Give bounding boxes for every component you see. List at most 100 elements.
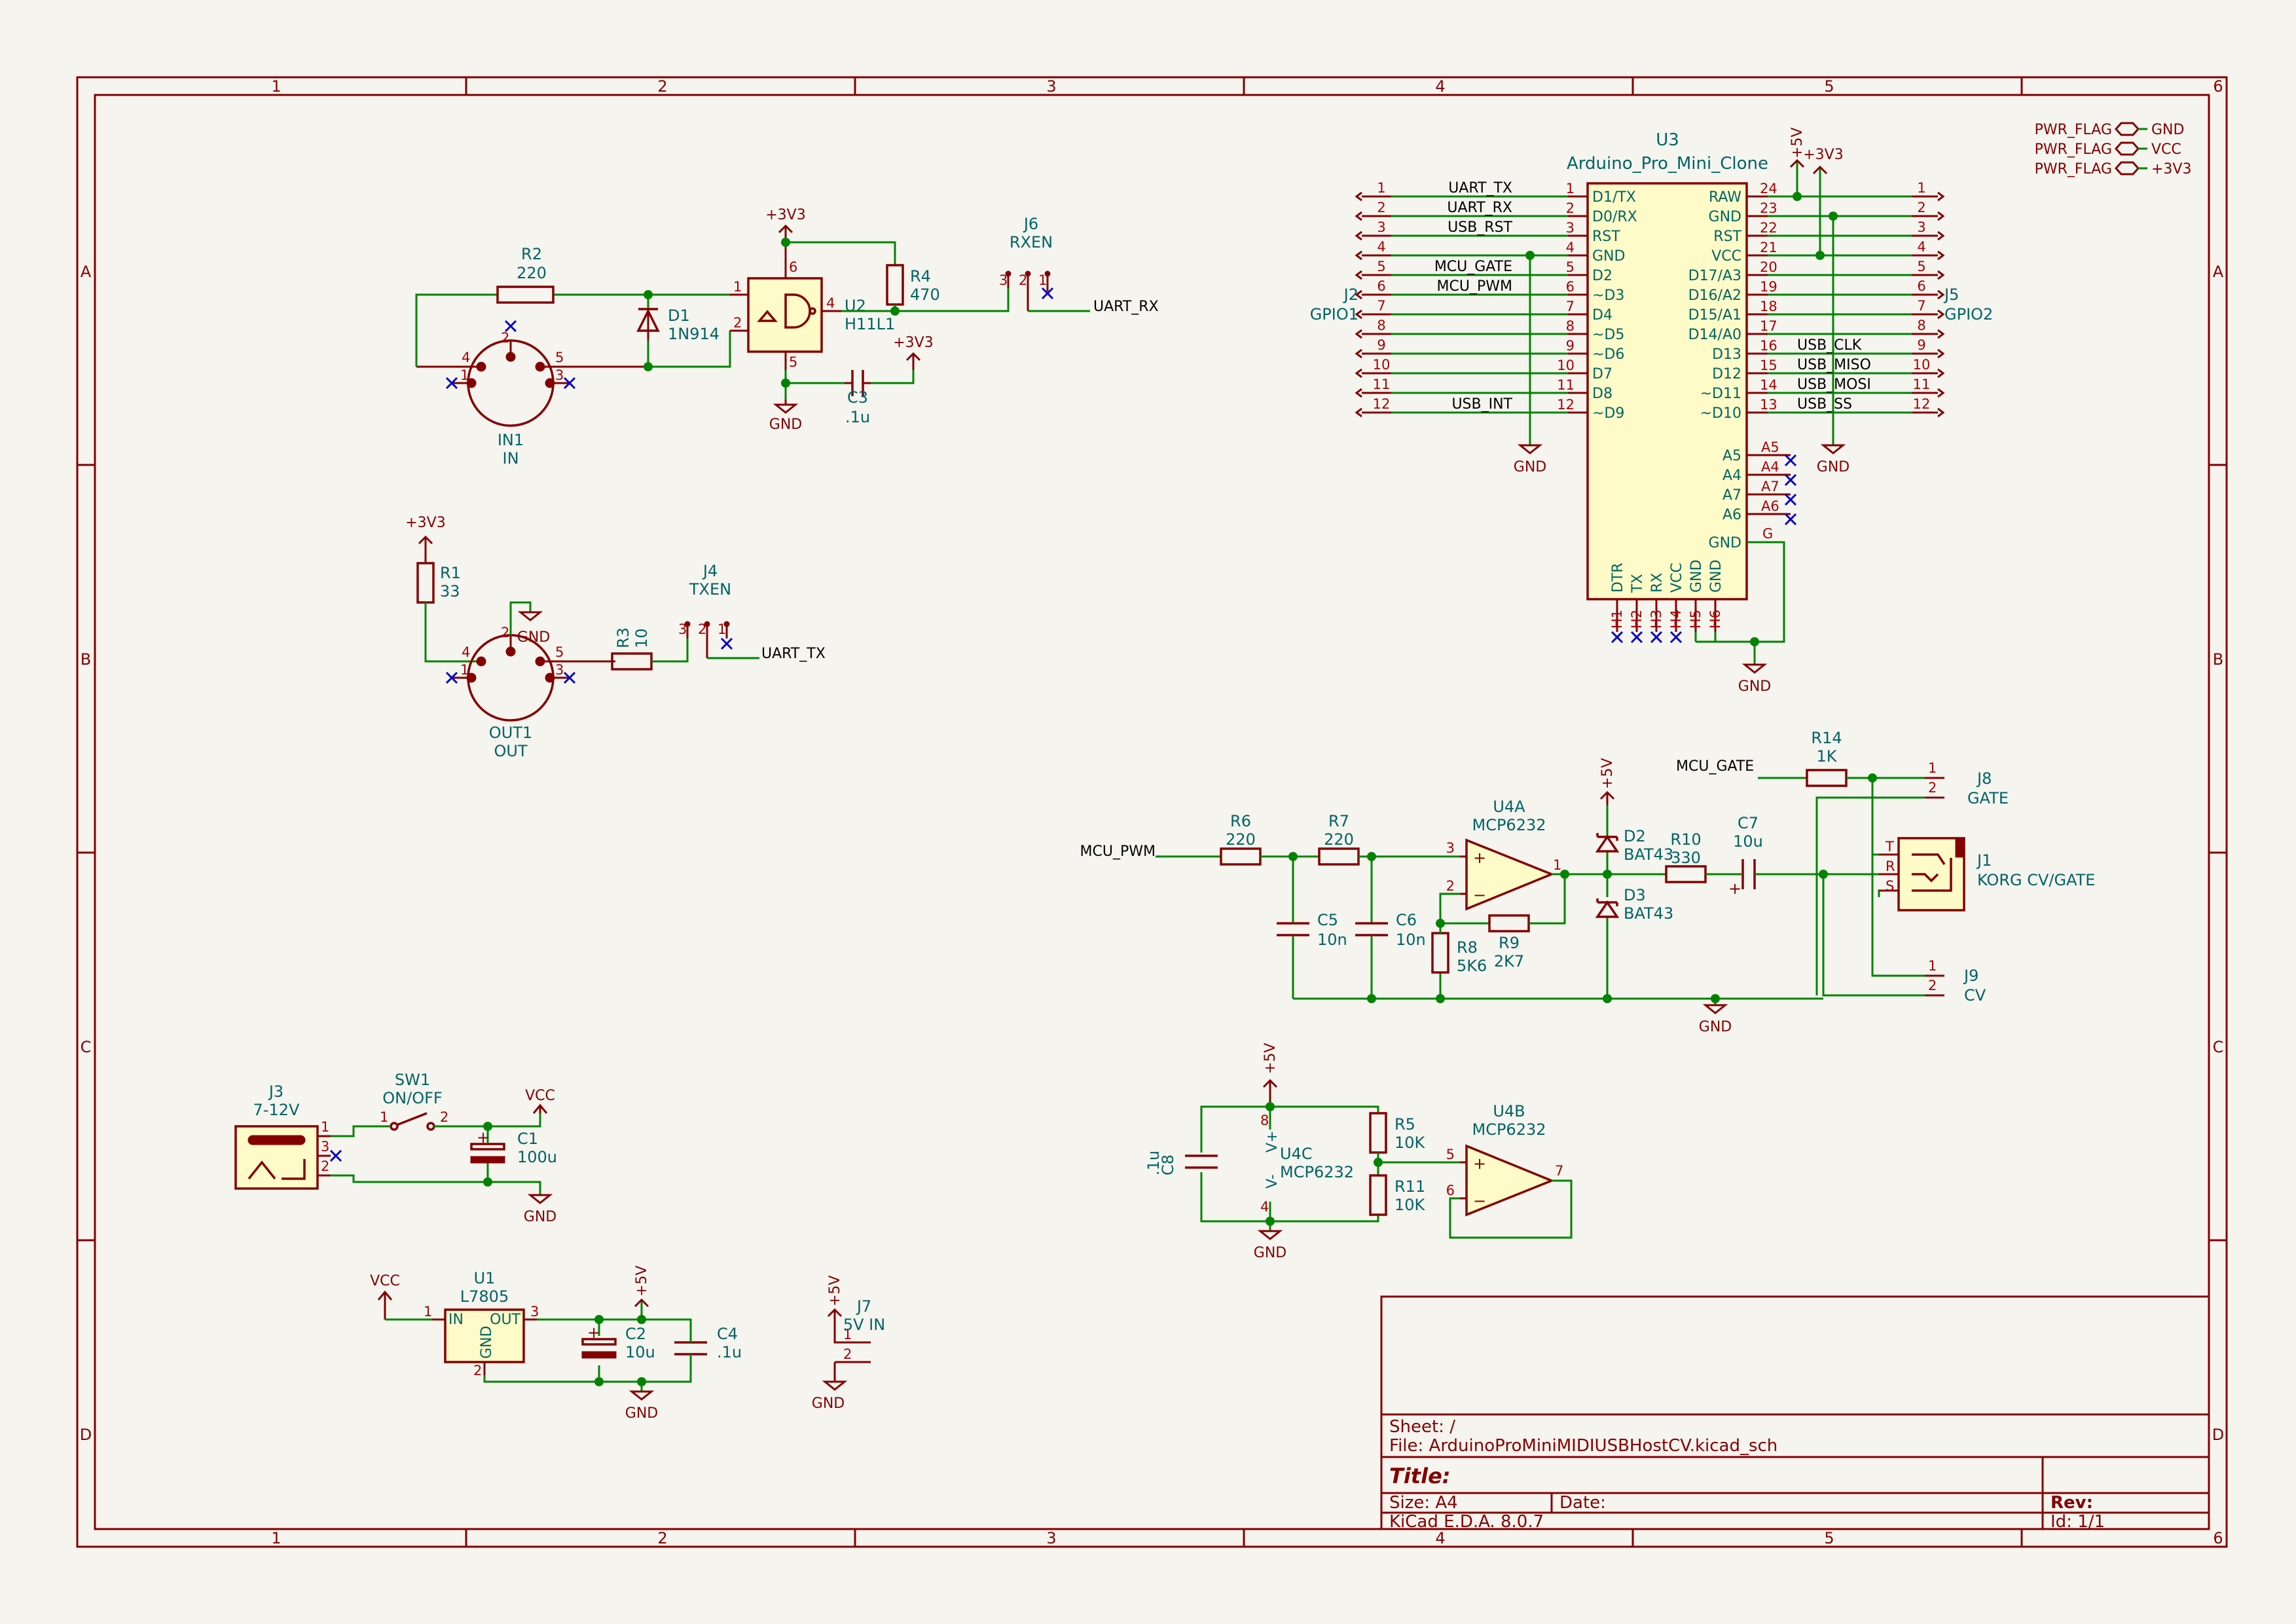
mcu-pin-name: ~D5: [1592, 327, 1624, 343]
c5-value: 10n: [1317, 931, 1347, 949]
j8-ref: J8: [1976, 769, 1992, 788]
no-connect-markers: [445, 320, 576, 390]
no-connect-marker: [1784, 513, 1797, 526]
pwr-3v3-label: +3V3: [1803, 147, 1843, 163]
j2-ref: J2: [1343, 286, 1358, 304]
mcu-pin-number: 22: [1760, 220, 1777, 236]
d2-value: BAT43: [1624, 845, 1673, 864]
pin-number: 1: [321, 1119, 329, 1135]
mcu-pin-number: 10: [1557, 358, 1575, 373]
mcu-pin-name: GND: [1709, 535, 1741, 551]
pwr-flag-label: PWR_FLAG: [2035, 122, 2112, 138]
opamp-u4a: 3 2 1 + −: [1446, 838, 1561, 911]
pin-number: 3: [999, 272, 1008, 288]
mcu-pin-name: ~D3: [1592, 287, 1624, 304]
col-label: 3: [1046, 1529, 1056, 1547]
arduino-pro-mini-body: [1586, 182, 1748, 600]
mcu-pin-name: D0/RX: [1592, 209, 1637, 225]
r8-value: 5K6: [1457, 957, 1487, 975]
r4-ref: R4: [910, 267, 931, 286]
pin-number: 1: [718, 621, 726, 637]
wire: [331, 1125, 390, 1137]
net-label-mcu-gate: MCU_GATE: [1676, 758, 1754, 775]
wire: [509, 601, 532, 635]
r11-ref: R11: [1394, 1177, 1425, 1196]
out1-value: OUT: [494, 742, 527, 760]
c6-ref: C6: [1396, 911, 1417, 929]
r1-value: 33: [440, 582, 460, 600]
mcu-pin-name: D17/A3: [1688, 268, 1741, 284]
c3-ref: C3: [847, 388, 868, 407]
mcu-pin-number: 19: [1760, 279, 1777, 295]
connector-j8: 1 2: [1925, 760, 1944, 799]
resistor-r11: [1369, 1174, 1387, 1216]
mcu-pin-name: D13: [1712, 346, 1741, 363]
mcu-pin-name: D4: [1592, 307, 1613, 323]
mcu-bottom-pin-name: DTR: [1610, 563, 1626, 593]
j4-ref: J4: [702, 562, 718, 580]
sw1-value: ON/OFF: [382, 1089, 442, 1107]
power-3v3-symbol: [1812, 165, 1828, 175]
wire: [1871, 855, 1925, 977]
diode-d1: [636, 308, 660, 341]
r4-value: 470: [910, 286, 940, 304]
j5-ref: J5: [1943, 286, 1959, 304]
regulator-section: VCC 1 3 2 IN OUT GND U1 L7805 + C2 10u C…: [370, 1266, 885, 1422]
title-block-file: File: ArduinoProMiniMIDIUSBHostCV.kicad_…: [1389, 1436, 1777, 1456]
r6-value: 220: [1226, 830, 1256, 849]
pin-number: 2: [1928, 978, 1937, 993]
mcu-pin-number: 2: [1566, 200, 1575, 216]
wire: [895, 288, 1010, 312]
optocoupler-u2: 1 2 6 5 4: [730, 259, 841, 370]
wire: [424, 602, 478, 663]
pwr-5v-label: +5V: [1599, 758, 1616, 789]
gpio1-pin-number: 10: [1373, 357, 1391, 373]
power-input-section: 1 3 2 J3 7-12V 1 2 SW1 ON/OFF + C1 100u: [234, 1071, 557, 1225]
j7-gnd-label: GND: [812, 1395, 845, 1412]
u1-pin-out: OUT: [490, 1312, 520, 1328]
j7-pwr-label: +5V: [827, 1276, 843, 1306]
mcu-pin-name: D16/A2: [1688, 287, 1741, 304]
r1-ref: R1: [440, 564, 461, 582]
row-label: A: [2213, 263, 2224, 281]
pwr-5v-label: +5V: [1789, 128, 1806, 158]
j8-value: GATE: [1967, 789, 2009, 807]
mcu-pin-number: 1: [1566, 181, 1575, 196]
mcu-pin-name: ~D9: [1592, 405, 1624, 422]
j5-value: GPIO2: [1944, 305, 1993, 323]
gpio2-pin-number: 10: [1913, 357, 1931, 373]
mcu-pin-number: 20: [1760, 259, 1777, 275]
u4b-value: MCP6232: [1472, 1120, 1546, 1139]
mcu-pin-name: GND: [1592, 248, 1625, 265]
r3-ref: R3: [614, 627, 632, 648]
gpio2-pin-number: 9: [1917, 337, 1925, 353]
mcu-analog-pin-name: A4: [1722, 468, 1741, 484]
capacitor-c2: +: [581, 1323, 617, 1359]
u4c-ref: U4C: [1280, 1145, 1313, 1163]
row-label: B: [81, 650, 91, 669]
in1-ref: IN1: [498, 431, 524, 449]
opamp-plus: +: [1473, 849, 1486, 867]
r14-ref: R14: [1811, 729, 1842, 747]
gpio1-pin-number: 12: [1373, 396, 1391, 412]
wire: [648, 331, 731, 368]
no-connect-marker: [1611, 631, 1624, 644]
wire: [1270, 1105, 1379, 1113]
row-label: D: [2212, 1426, 2224, 1444]
gpio1-pin-number: 6: [1377, 278, 1385, 294]
vcc-label: VCC: [525, 1088, 555, 1104]
wire: [1529, 873, 1566, 925]
title-block-tool: KiCad E.D.A. 8.0.7: [1389, 1512, 1544, 1532]
gpio1-pin-number: 2: [1377, 200, 1385, 215]
mcu-pin-name: RAW: [1709, 189, 1741, 206]
mcu-pin-name: D14/A0: [1688, 327, 1741, 343]
mcu-pin-number: 23: [1760, 200, 1777, 216]
capacitor-c8: [1185, 1154, 1218, 1169]
mcu-pin-name: D8: [1592, 386, 1613, 402]
mcu-pin-number: 13: [1760, 397, 1777, 413]
wire: [415, 293, 498, 367]
diode-d2: [1595, 834, 1620, 853]
